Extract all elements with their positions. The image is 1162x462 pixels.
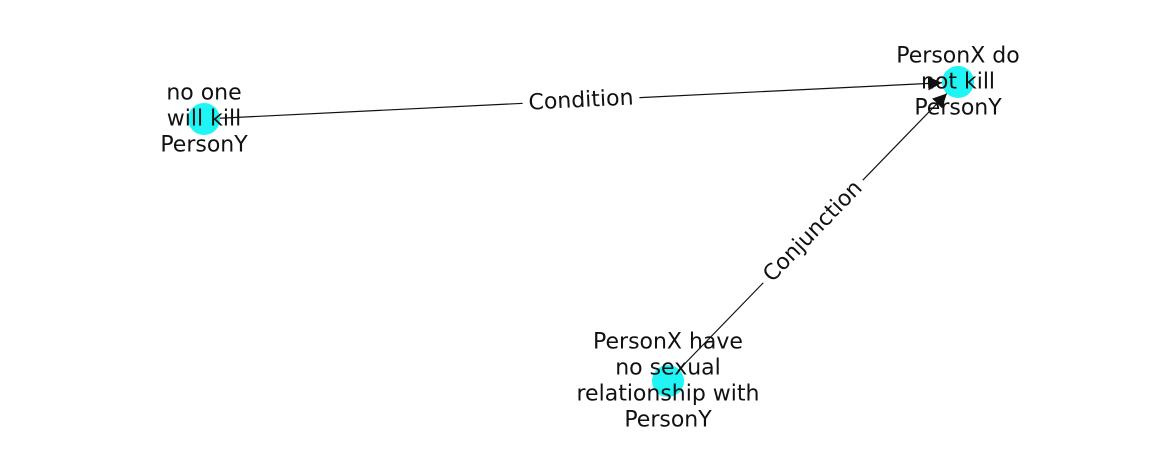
edge-label-group: Condition xyxy=(521,83,641,118)
node-label-line: PersonY xyxy=(624,408,712,433)
nodes-layer xyxy=(188,66,974,397)
edge-label: Condition xyxy=(528,85,634,115)
node-label-line: PersonY xyxy=(160,133,248,158)
edge-label: Conjunction xyxy=(758,176,867,287)
node-n3 xyxy=(652,365,684,397)
node-label-line: will kill xyxy=(167,107,241,132)
node-n2 xyxy=(942,66,974,98)
node-label-line: no sexual xyxy=(615,356,721,381)
edge-label-background xyxy=(752,170,874,293)
node-label-line: PersonX do xyxy=(896,44,1019,69)
node-label-line: relationship with xyxy=(577,382,760,407)
edge-label-background xyxy=(521,83,641,118)
node-label-line: not kill xyxy=(921,70,995,95)
node-label-line: PersonY xyxy=(914,96,1002,121)
edge-label-group: Conjunction xyxy=(752,170,874,293)
node-n1 xyxy=(188,103,220,135)
node-label-line: no one xyxy=(166,81,241,106)
node-label-line: PersonX have xyxy=(593,330,743,355)
